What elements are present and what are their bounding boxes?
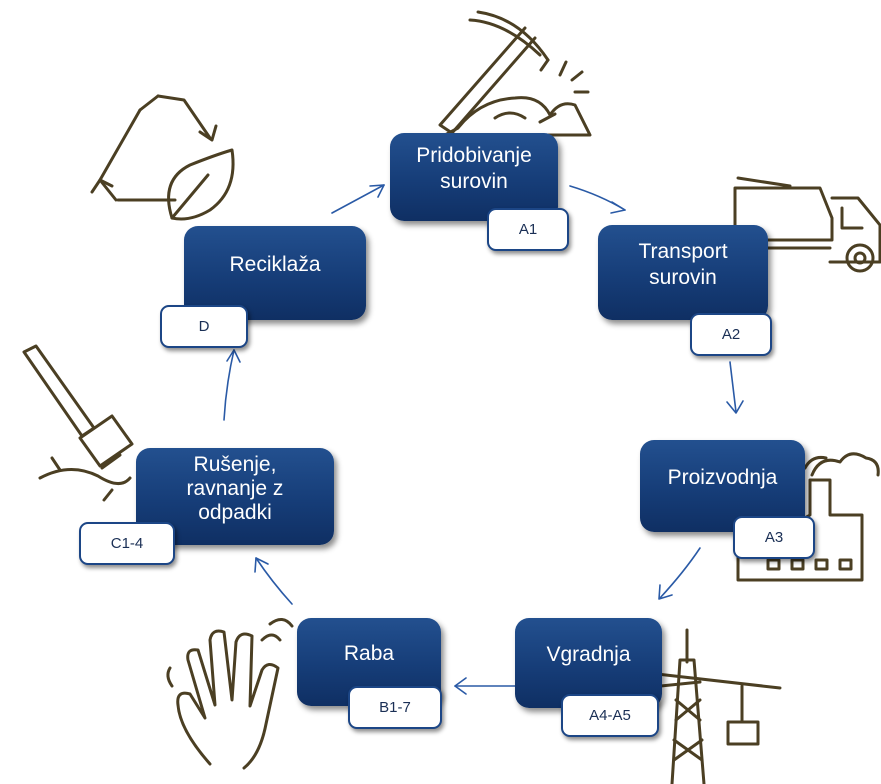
stage-code-badge: C1-4	[79, 522, 175, 565]
hand-icon	[166, 618, 294, 770]
recycle-leaf-icon	[90, 94, 235, 221]
stage-rusenje-box[interactable]: Rušenje, ravnanje z odpadki	[136, 448, 334, 545]
arrows	[223, 184, 744, 695]
stage-code-badge: A3	[733, 516, 815, 559]
stage-code-badge: A2	[690, 313, 772, 356]
truck-icon	[733, 176, 881, 273]
arrow-a3-to-a4	[658, 547, 701, 600]
stage-code-badge: D	[160, 305, 248, 348]
stage-label: Transport surovin	[638, 239, 728, 289]
arrow-c-to-d	[223, 349, 241, 421]
stage-code: A2	[721, 326, 741, 343]
arrow-b-to-c	[254, 557, 293, 605]
stage-label: Reciklaža	[229, 253, 321, 276]
arrow-a4-to-b	[454, 677, 516, 695]
arrow-a1-to-a2	[569, 185, 626, 214]
stage-label: Rušenje, ravnanje z odpadki	[186, 452, 284, 524]
stage-transport-box[interactable]: Transport surovin	[598, 225, 768, 320]
arrow-a2-to-a3	[726, 361, 744, 414]
stage-label: Pridobivanje surovin	[416, 144, 532, 193]
pickaxe-icon	[438, 10, 592, 137]
hammer-icon	[22, 344, 134, 502]
stage-code: A1	[518, 221, 538, 238]
stage-code: A4-A5	[589, 707, 631, 724]
stage-pridobivanje-box[interactable]: Pridobivanje surovin	[390, 133, 558, 221]
stage-code-badge: B1-7	[348, 686, 442, 729]
stage-code-badge: A4-A5	[561, 694, 659, 737]
stage-reciklaza-box[interactable]: Reciklaža	[184, 226, 366, 320]
stage-proizvodnja-box[interactable]: Proizvodnja	[640, 440, 805, 532]
stage-code: A3	[764, 529, 784, 546]
stage-code: B1-7	[379, 699, 411, 716]
arrow-d-to-a1	[331, 184, 385, 214]
stage-vgradnja-box[interactable]: Vgradnja	[515, 618, 662, 708]
stage-label: Vgradnja	[546, 643, 631, 666]
stage-code: D	[198, 318, 210, 335]
stage-code: C1-4	[110, 535, 144, 552]
stage-label: Raba	[343, 642, 395, 665]
stage-label: Proizvodnja	[667, 466, 778, 489]
stage-code-badge: A1	[487, 208, 569, 251]
